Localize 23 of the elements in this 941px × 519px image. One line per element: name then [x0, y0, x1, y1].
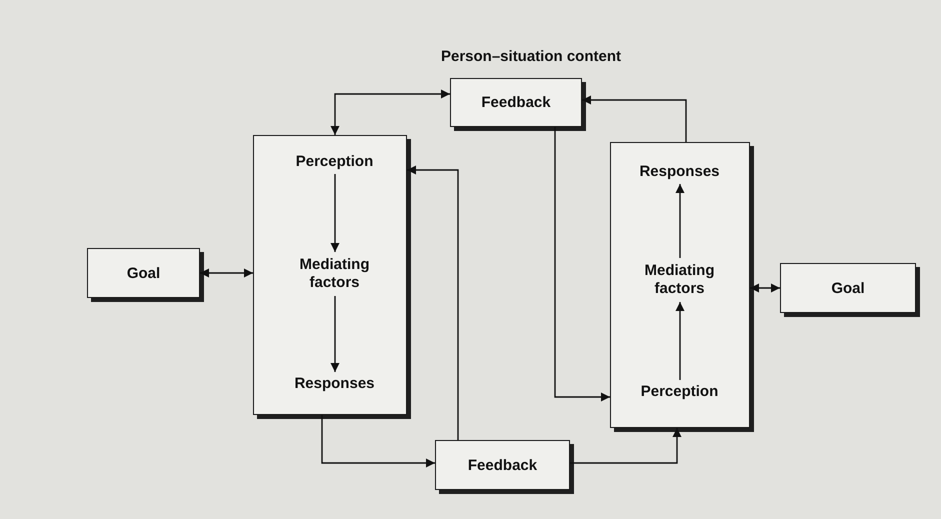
arrow — [570, 428, 682, 464]
stage-text: Perception — [280, 150, 390, 174]
diagram-title: Person–situation content — [440, 48, 622, 65]
stage-text: Responses — [270, 372, 400, 396]
arrow — [676, 302, 684, 380]
box-label: Feedback — [468, 456, 538, 474]
stage-text: Mediating factors — [280, 252, 390, 296]
arrow — [582, 96, 687, 142]
arrow — [750, 284, 780, 292]
arrow — [554, 127, 610, 402]
arrow — [321, 415, 435, 468]
box-label: Goal — [831, 280, 865, 296]
arrow — [330, 90, 450, 135]
arrow — [330, 296, 340, 372]
box-label: Goal — [126, 264, 160, 282]
stage-text: Mediating factors — [624, 258, 734, 302]
arrow — [407, 166, 459, 440]
arrow — [200, 268, 253, 278]
arrow — [676, 184, 684, 258]
stage-text: Perception — [620, 380, 740, 404]
arrow — [330, 174, 340, 252]
stage-text: Responses — [624, 160, 734, 184]
box-label: Feedback — [481, 94, 551, 111]
